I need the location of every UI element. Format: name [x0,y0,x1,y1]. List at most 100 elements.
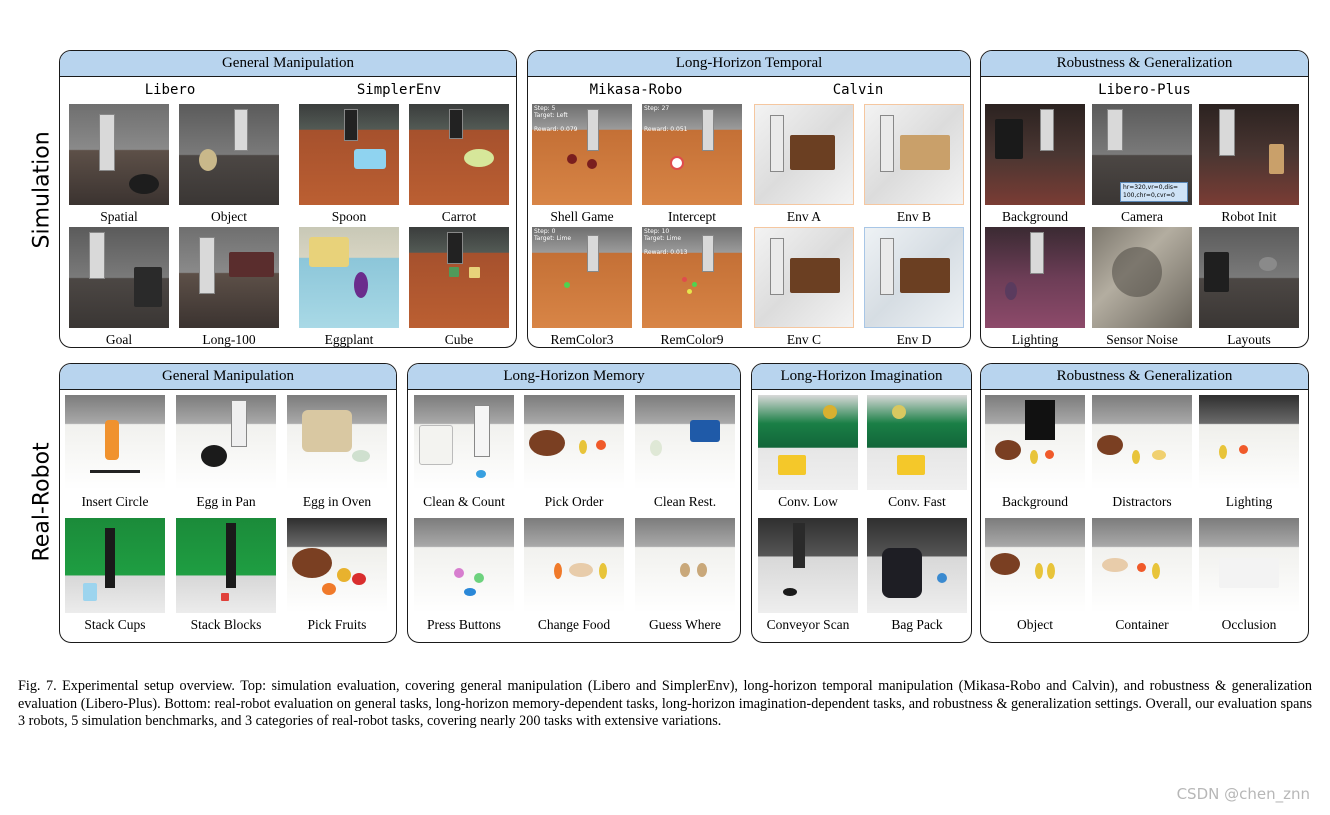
task-cell: Background [985,395,1085,510]
task-label: RemColor3 [550,332,614,347]
task-cell: Egg in Pan [176,395,276,510]
task-image [69,104,169,205]
task-label: Cube [444,332,474,347]
task-label: Press Buttons [427,617,501,632]
task-image [179,104,279,205]
task-label: Pick Fruits [307,617,367,632]
task-cell: Stack Cups [65,518,165,633]
task-label: Egg in Pan [196,494,256,509]
task-cell: Conveyor Scan [758,518,858,633]
task-cell: Layouts [1199,227,1299,347]
task-image [1092,227,1192,328]
task-label: RemColor9 [660,332,724,347]
task-cell: Container [1092,518,1192,633]
watermark: CSDN @chen_znn [1176,785,1310,803]
task-label: Object [211,209,247,224]
task-cell: Conv. Low [758,395,858,510]
task-label: Robot Init [1221,209,1277,224]
panel-title: Robustness & Generalization [981,51,1308,77]
task-label: Lighting [1225,494,1273,509]
task-cell: Spoon [299,104,399,225]
panel-sim-long-horizon-temporal: Long-Horizon Temporal Mikasa-Robo Calvin… [527,50,971,348]
task-cell: Step: 0 Target: Lime RemColor3 [532,227,632,347]
task-image: Step: 0 Target: Lime [532,227,632,328]
task-cell: Clean & Count [414,395,514,510]
task-cell: Env D [864,227,964,347]
task-label: Env C [786,332,822,347]
panel-title: Long-Horizon Memory [408,364,740,390]
task-image [299,104,399,205]
task-image [1199,104,1299,205]
camera-overlay-box: hr=320,vr=0,dis= 100,chr=0,cvr=0 [1120,182,1188,202]
task-label: Sensor Noise [1106,332,1178,347]
task-label: Background [1002,494,1068,509]
task-image [287,518,387,613]
task-image: Step: 10 Target: Lime Reward: 0.013 [642,227,742,328]
task-cell: hr=320,vr=0,dis= 100,chr=0,cvr=0 Camera [1092,104,1192,225]
task-image [635,518,735,613]
task-image: hr=320,vr=0,dis= 100,chr=0,cvr=0 [1092,104,1192,205]
task-image [69,227,169,328]
task-label: Pick Order [544,494,604,509]
task-label: Object [1017,617,1053,632]
task-label: Clean Rest. [653,494,717,509]
hud-overlay: Step: 0 Target: Lime [534,228,572,242]
task-label: Env D [896,332,932,347]
task-label: Stack Cups [84,617,146,632]
panel-title: Long-Horizon Temporal [528,51,970,77]
task-image [299,227,399,328]
task-label: Goal [105,332,133,347]
task-cell: Goal [69,227,169,347]
panel-title: General Manipulation [60,364,396,390]
hud-overlay: Step: 10 Target: Lime Reward: 0.013 [644,228,688,256]
task-cell: Egg in Oven [287,395,387,510]
task-label: Stack Blocks [190,617,262,632]
task-image [754,227,854,328]
task-cell: Sensor Noise [1092,227,1192,347]
row-label-real-robot: Real-Robot [29,442,55,562]
task-image [1199,395,1299,490]
panel-real-general-manipulation: General Manipulation Insert Circle Egg i… [59,363,397,643]
task-label: Env A [786,209,822,224]
task-label: Lighting [1011,332,1059,347]
task-cell: Robot Init [1199,104,1299,225]
task-cell: Lighting [985,227,1085,347]
task-cell: Lighting [1199,395,1299,510]
task-image [754,104,854,205]
task-cell: Bag Pack [867,518,967,633]
task-label: Intercept [668,209,716,224]
task-image [176,518,276,613]
task-label: Shell Game [550,209,614,224]
task-cell: Guess Where [635,518,735,633]
task-cell: Spatial [69,104,169,225]
task-image [65,395,165,490]
task-cell: Pick Fruits [287,518,387,633]
task-cell: Stack Blocks [176,518,276,633]
task-label: Background [1002,209,1068,224]
panel-sim-robustness-generalization: Robustness & Generalization Libero-Plus … [980,50,1309,348]
subtitle-libero-plus: Libero-Plus [1098,82,1191,98]
task-cell: Pick Order [524,395,624,510]
task-cell: Object [985,518,1085,633]
task-label: Conv. Low [778,494,838,509]
task-label: Carrot [441,209,477,224]
task-image [864,104,964,205]
task-label: Insert Circle [81,494,149,509]
task-image [635,395,735,490]
task-image [409,227,509,328]
panel-sim-general-manipulation: General Manipulation Libero SimplerEnv S… [59,50,517,348]
task-image [1092,518,1192,613]
task-cell: Object [179,104,279,225]
task-label: Bag Pack [891,617,943,632]
task-label: Clean & Count [423,494,505,509]
subtitle-libero: Libero [144,82,196,98]
task-image [867,395,967,490]
task-cell: Change Food [524,518,624,633]
task-label: Camera [1121,209,1163,224]
task-label: Conveyor Scan [766,617,850,632]
row-label-simulation: Simulation [29,131,55,249]
task-cell: Carrot [409,104,509,225]
panel-real-long-horizon-memory: Long-Horizon Memory Clean & Count Pick O… [407,363,741,643]
task-label: Conv. Fast [888,494,946,509]
task-image [524,395,624,490]
